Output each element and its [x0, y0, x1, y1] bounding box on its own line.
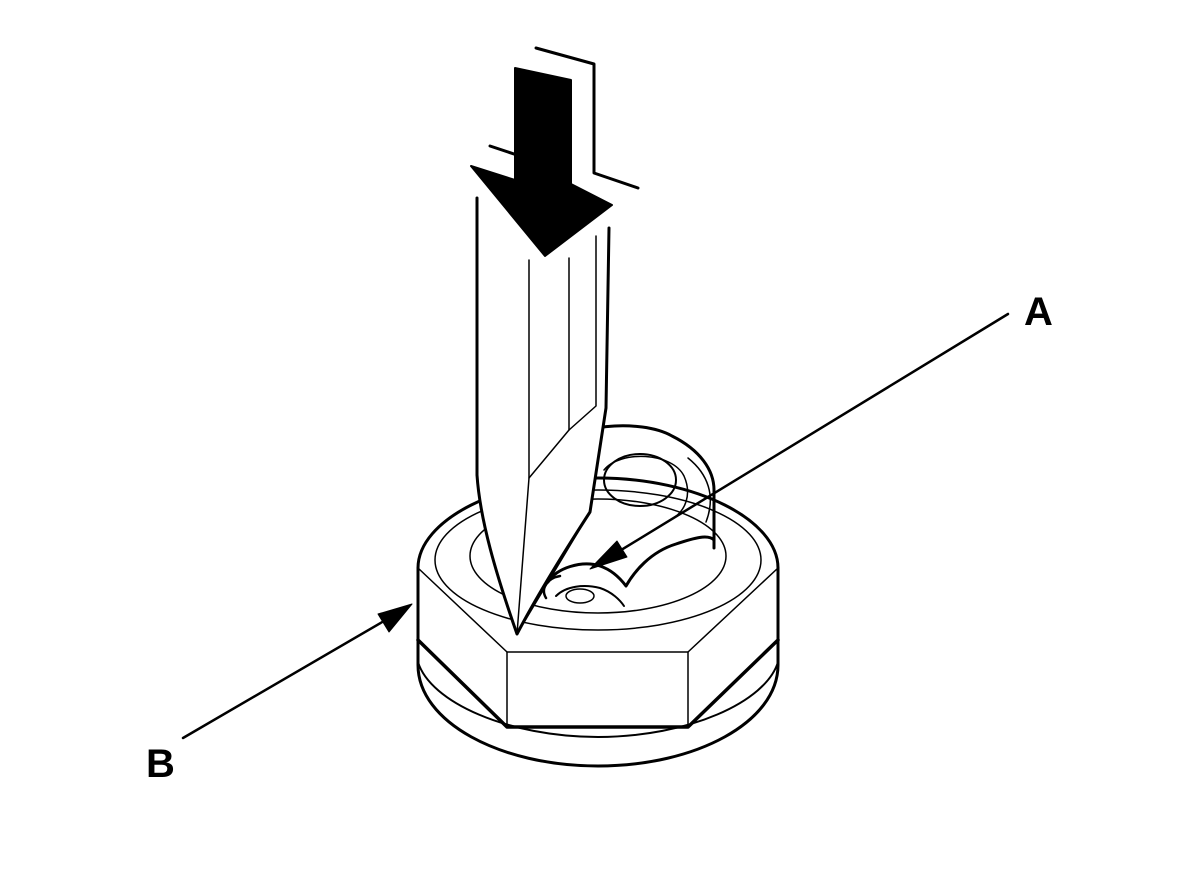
staked-notch	[546, 535, 716, 588]
nut-top-rim	[416, 476, 780, 570]
nut-collar-inner	[603, 455, 689, 521]
punch-shaft	[475, 196, 611, 636]
staked-notch-inner	[555, 585, 625, 607]
nut-hex-upper-edge	[417, 567, 779, 653]
callout-b-leader	[181, 603, 413, 740]
callout-b-label: B	[146, 742, 175, 786]
callout-a-label: A	[1024, 290, 1053, 334]
nut-flange-inner-line	[417, 661, 779, 738]
callout-b-arrowhead	[377, 603, 413, 633]
nut-collar-lip	[687, 457, 711, 523]
hex-lock-nut	[416, 424, 780, 768]
nut-face-ring-outer	[434, 489, 762, 631]
nut-bore	[603, 453, 677, 507]
down-arrow-icon	[470, 46, 640, 257]
punch-facet-edge	[568, 235, 597, 431]
stake-dimple	[565, 588, 595, 604]
callout-a-arrowhead	[589, 540, 628, 570]
arrow-solid	[470, 67, 613, 257]
nut-hex-lower-edge	[416, 638, 780, 729]
punch-tip-edge	[516, 511, 591, 635]
callout-a-leader	[589, 312, 1010, 570]
nut-face-ring-inner	[469, 498, 727, 614]
punch-tool	[475, 196, 611, 636]
nut-flange-bottom	[416, 630, 780, 768]
